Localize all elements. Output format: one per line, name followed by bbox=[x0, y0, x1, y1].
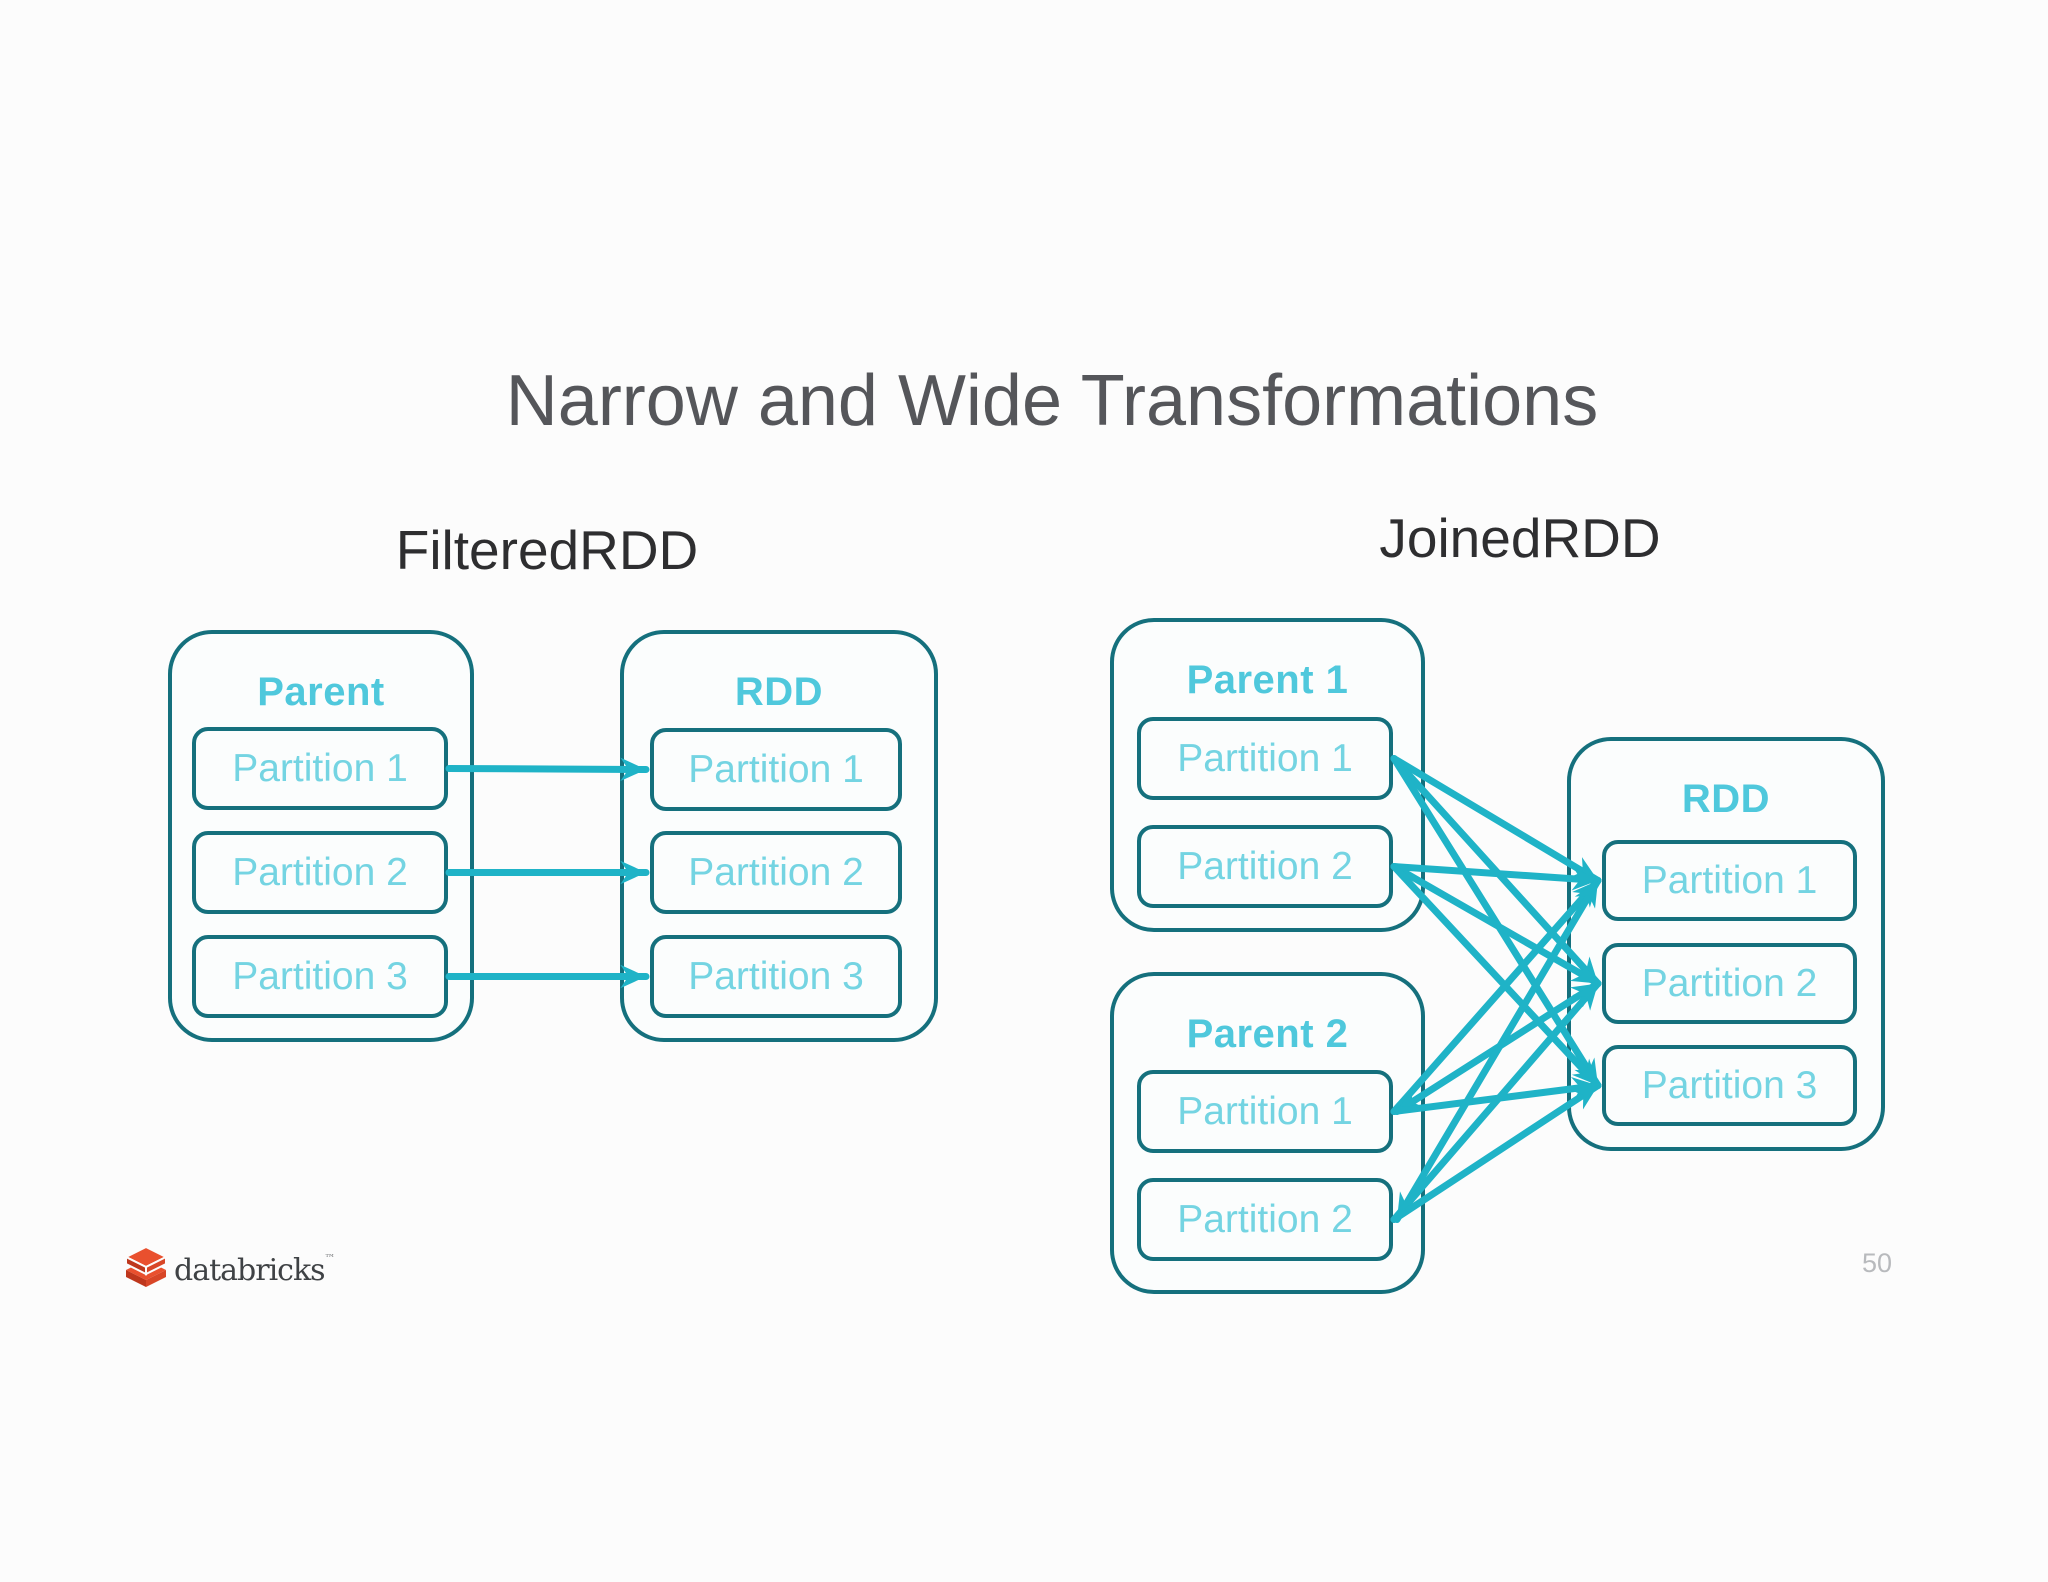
page-number: 50 bbox=[1862, 1248, 1893, 1278]
joined-parent1-heading: Parent 1 bbox=[1186, 658, 1349, 702]
databricks-logo: databricks™ bbox=[123, 1246, 336, 1292]
filtered-parent-heading: Parent bbox=[257, 670, 385, 714]
trademark-symbol: ™ bbox=[324, 1251, 336, 1265]
slide-title: Narrow and Wide Transformations bbox=[505, 361, 1599, 441]
joined-rdd-partition-1: Partition 1 bbox=[1602, 840, 1857, 921]
joined-parent2-partition-2: Partition 2 bbox=[1137, 1178, 1393, 1261]
joined-rdd-partition-2: Partition 2 bbox=[1602, 943, 1857, 1024]
joined-parent1-partition-2: Partition 2 bbox=[1137, 825, 1393, 908]
joined-parent2-heading: Parent 2 bbox=[1186, 1012, 1349, 1056]
filtered-rdd-label: FilteredRDD bbox=[395, 519, 699, 581]
joined-parent2-partition-1: Partition 1 bbox=[1137, 1070, 1393, 1153]
filtered-parent-partition-1: Partition 1 bbox=[192, 727, 448, 810]
joined-rdd-label: JoinedRDD bbox=[1379, 507, 1661, 569]
filtered-rdd-partition-3: Partition 3 bbox=[650, 935, 902, 1018]
databricks-bricks-icon bbox=[123, 1246, 169, 1287]
databricks-wordmark: databricks™ bbox=[174, 1251, 336, 1288]
joined-rdd-partition-3: Partition 3 bbox=[1602, 1045, 1857, 1126]
filtered-rdd-partition-1: Partition 1 bbox=[650, 728, 902, 811]
filtered-parent-partition-3: Partition 3 bbox=[192, 935, 448, 1018]
joined-parent1-partition-1: Partition 1 bbox=[1137, 717, 1393, 800]
joined-rdd-heading: RDD bbox=[1681, 777, 1771, 821]
filtered-rdd-partition-2: Partition 2 bbox=[650, 831, 902, 914]
filtered-parent-partition-2: Partition 2 bbox=[192, 831, 448, 914]
filtered-rdd-heading: RDD bbox=[734, 670, 824, 714]
